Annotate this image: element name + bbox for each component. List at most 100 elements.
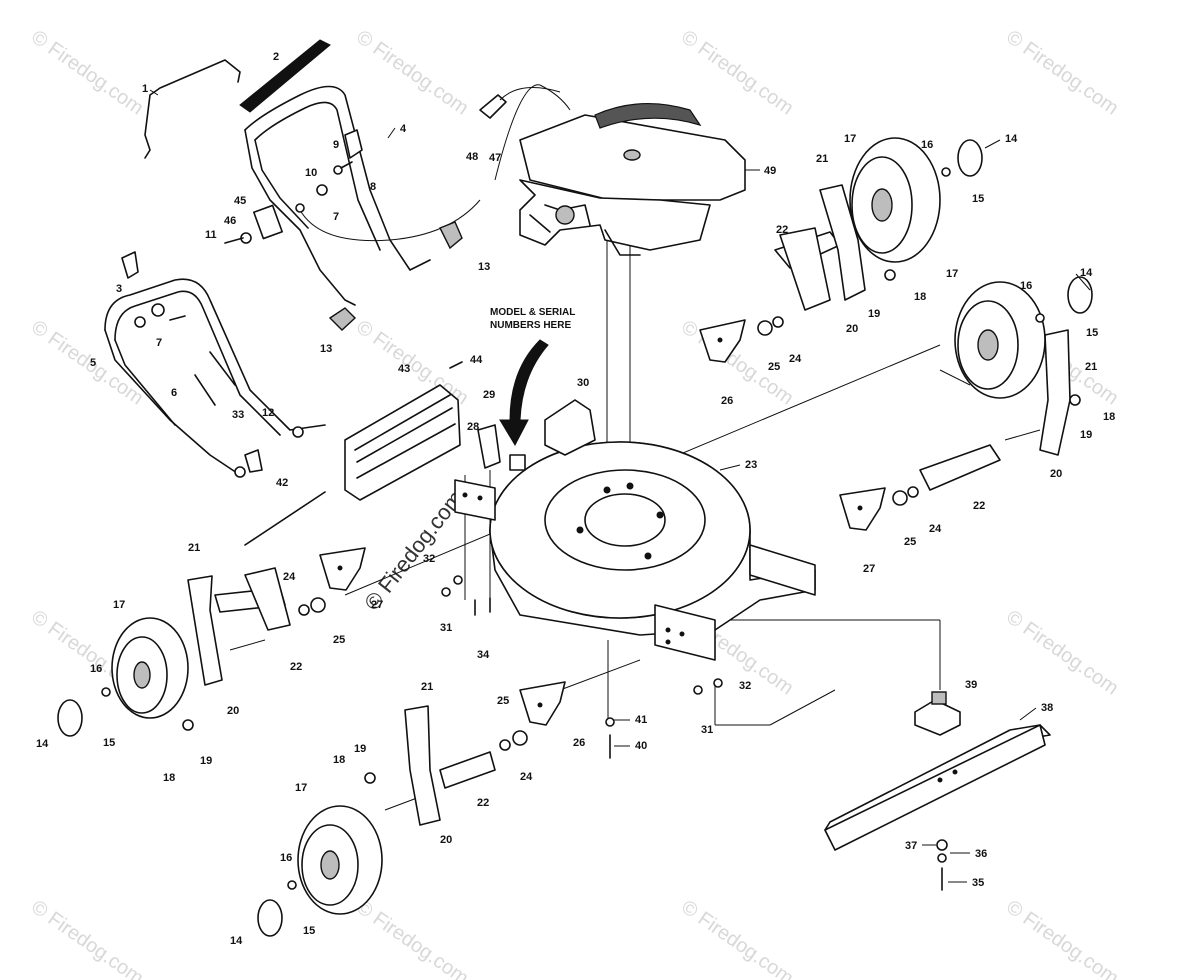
part-label: 45 xyxy=(234,195,246,207)
hub-caps xyxy=(57,139,1093,937)
part-label: 17 xyxy=(295,782,307,794)
part-label: 21 xyxy=(421,681,433,693)
part-label: 20 xyxy=(846,323,858,335)
part-label: 20 xyxy=(227,705,239,717)
handle-knob xyxy=(328,307,357,331)
watermark-text: © Firedog.com xyxy=(352,26,472,119)
bracket xyxy=(344,129,363,159)
part-label: 13 xyxy=(320,343,332,355)
part-label: 10 xyxy=(305,167,317,179)
part-label: 22 xyxy=(290,661,302,673)
part-label: 17 xyxy=(946,268,958,280)
wheel xyxy=(111,617,189,719)
mower-deck xyxy=(449,361,816,661)
part-label: 23 xyxy=(745,459,757,471)
part-label: 25 xyxy=(497,695,509,707)
part-label: 28 xyxy=(467,421,479,433)
rear-rod xyxy=(244,491,326,546)
part-label: 40 xyxy=(635,740,647,752)
part-label: 8 xyxy=(370,181,376,193)
height-adjusters xyxy=(319,319,886,726)
part-label: 25 xyxy=(904,536,916,548)
part-label: 20 xyxy=(440,834,452,846)
wheel-brackets xyxy=(187,184,1071,826)
part-label: 7 xyxy=(333,211,339,223)
part-label: 36 xyxy=(975,848,987,860)
part-label: 18 xyxy=(333,754,345,766)
part-label: 19 xyxy=(354,743,366,755)
part-label: 4 xyxy=(400,123,407,135)
watermark-text: © Firedog.com xyxy=(677,896,797,980)
lower-handle-tube xyxy=(104,278,326,431)
watermark-text: © Firedog.com xyxy=(352,896,472,980)
part-label: 37 xyxy=(905,840,917,852)
part-label: 19 xyxy=(1080,429,1092,441)
part-label: 48 xyxy=(466,151,478,163)
part-label: 42 xyxy=(276,477,288,489)
part-label: 5 xyxy=(90,357,96,369)
upper-handle-tube xyxy=(244,85,431,271)
model-serial-callout: MODEL & SERIAL NUMBERS HERE xyxy=(490,307,575,447)
label-leaders xyxy=(149,89,1091,883)
part-label: 15 xyxy=(103,737,115,749)
axles xyxy=(214,227,1001,789)
watermark-text: © Firedog.com xyxy=(352,316,472,409)
part-label: 41 xyxy=(635,714,647,726)
watermark-text: © Firedog.com xyxy=(677,26,797,119)
blade-assembly xyxy=(441,575,1051,891)
part-label: 24 xyxy=(929,523,942,535)
upper-handle-assembly xyxy=(144,39,571,331)
wheel xyxy=(849,137,941,263)
watermark-text: © Firedog.com xyxy=(27,896,147,980)
part-label: 16 xyxy=(280,852,292,864)
part-label: 21 xyxy=(1085,361,1097,373)
note-line-2: NUMBERS HERE xyxy=(490,320,571,331)
part-label: 29 xyxy=(483,389,495,401)
part-label: 16 xyxy=(1020,280,1032,292)
part-label: 18 xyxy=(914,291,926,303)
watermark-text: © Firedog.com xyxy=(1002,26,1122,119)
part-label: 31 xyxy=(440,622,452,634)
part-label: 43 xyxy=(398,363,410,375)
part-label: 17 xyxy=(113,599,125,611)
wheels xyxy=(111,137,1046,915)
part-label: 24 xyxy=(283,571,296,583)
part-label: 39 xyxy=(965,679,977,691)
control-bar xyxy=(144,59,241,159)
part-label: 7 xyxy=(156,337,162,349)
part-label: 44 xyxy=(470,354,483,366)
part-label: 20 xyxy=(1050,468,1062,480)
engine xyxy=(479,87,746,256)
part-label: 26 xyxy=(721,395,733,407)
part-label: 47 xyxy=(489,152,501,164)
part-label: 46 xyxy=(224,215,236,227)
part-label: 22 xyxy=(973,500,985,512)
watermark-text: © Firedog.com xyxy=(1002,896,1122,980)
watermark-text: © Firedog.com xyxy=(1002,606,1122,699)
part-label: 15 xyxy=(1086,327,1098,339)
part-label: 49 xyxy=(764,165,776,177)
handle-grip xyxy=(239,39,331,113)
part-label: 22 xyxy=(776,224,788,236)
part-label: 14 xyxy=(230,935,243,947)
part-label: 14 xyxy=(1005,133,1018,145)
part-label: 2 xyxy=(273,51,279,63)
part-label: 16 xyxy=(90,663,102,675)
blade-adaptor xyxy=(914,699,961,736)
part-label: 25 xyxy=(768,361,780,373)
handle-knob xyxy=(439,221,463,250)
watermark-text: © Firedog.com xyxy=(27,316,147,409)
part-label: 30 xyxy=(577,377,589,389)
part-label: 32 xyxy=(739,680,751,692)
part-label: 13 xyxy=(478,261,490,273)
part-label: 15 xyxy=(303,925,315,937)
part-label: 25 xyxy=(333,634,345,646)
part-label: 19 xyxy=(200,755,212,767)
rear-baffle xyxy=(244,384,461,546)
part-label: 19 xyxy=(868,308,880,320)
part-label: 18 xyxy=(1103,411,1115,423)
control-cable xyxy=(299,199,481,242)
watermark-text: © Firedog.com xyxy=(27,26,147,119)
